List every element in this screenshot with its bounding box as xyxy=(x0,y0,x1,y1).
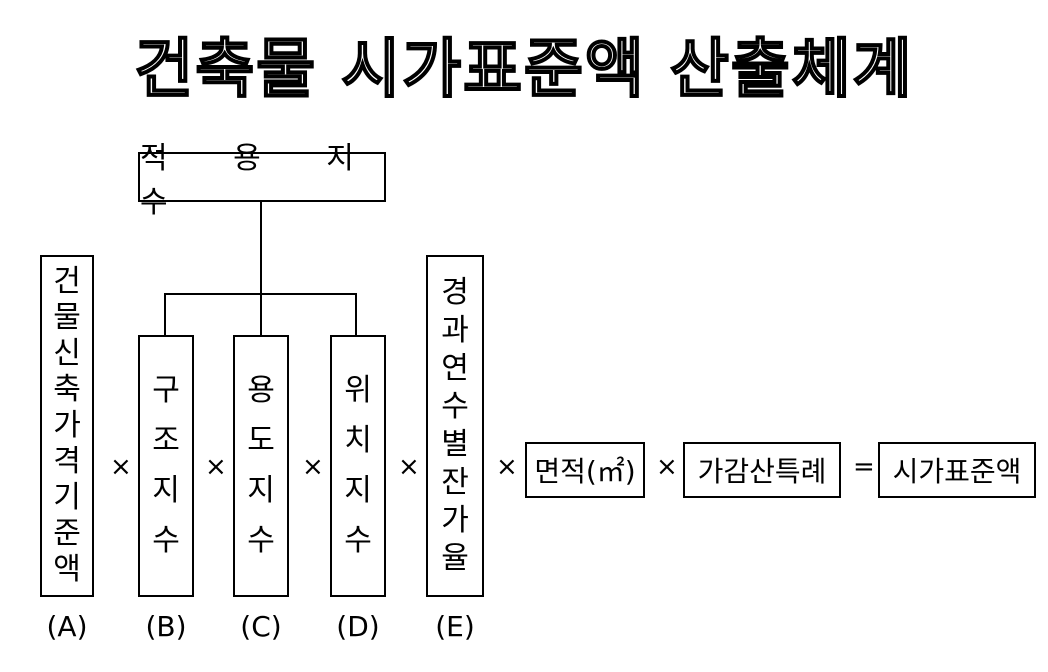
label-c: (C) xyxy=(240,610,282,643)
times-4: × xyxy=(398,452,420,482)
connector-b xyxy=(164,293,166,335)
connector-vertical xyxy=(260,202,262,294)
label-e: (E) xyxy=(435,610,475,643)
times-3: × xyxy=(302,452,324,482)
connector-c xyxy=(260,293,262,335)
label-a: (A) xyxy=(46,610,88,643)
times-5: × xyxy=(496,452,518,482)
result-box: 시가표준액 xyxy=(878,442,1036,498)
box-a-text: 건물신축가격기준액 xyxy=(53,264,81,587)
connector-d xyxy=(355,293,357,335)
times-2: × xyxy=(205,452,227,482)
box-e: 경과연수별잔가율 xyxy=(426,255,484,597)
box-c: 용도지수 xyxy=(233,335,289,597)
box-b-text: 구조지수 xyxy=(152,373,180,558)
box-b: 구조지수 xyxy=(138,335,194,597)
area-box: 면적(㎡) xyxy=(525,442,645,498)
label-b: (B) xyxy=(145,610,187,643)
equals: = xyxy=(853,452,875,482)
box-c-text: 용도지수 xyxy=(247,373,275,558)
box-d-text: 위치지수 xyxy=(344,373,372,558)
special-box: 가감산특례 xyxy=(683,442,841,498)
label-d: (D) xyxy=(336,610,380,643)
box-a: 건물신축가격기준액 xyxy=(40,255,94,597)
applied-index-box: 적 용 지 수 xyxy=(138,141,386,220)
box-e-text: 경과연수별잔가율 xyxy=(441,275,469,576)
box-d: 위치지수 xyxy=(330,335,386,597)
times-6: × xyxy=(656,452,678,482)
diagram-title: 건축물 시가표준액 산출체계 xyxy=(133,32,914,108)
times-1: × xyxy=(110,452,132,482)
